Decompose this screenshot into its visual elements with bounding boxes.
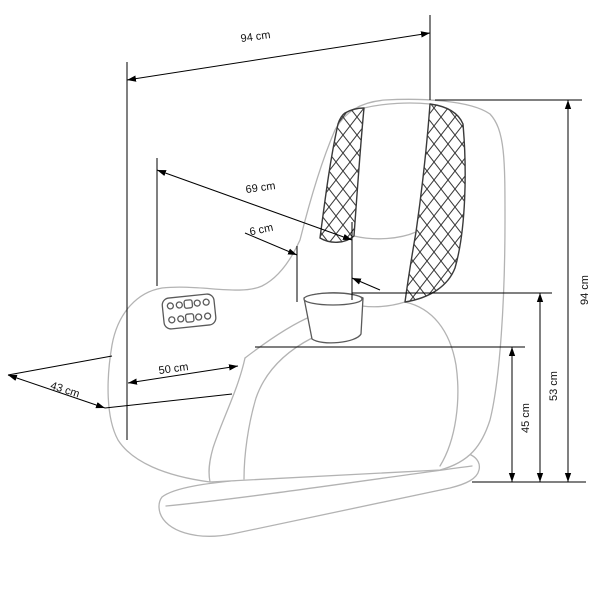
control-button — [202, 298, 210, 306]
right-middle-dimension-label: 53 cm — [548, 371, 560, 401]
dimension-lines — [7, 15, 586, 483]
top-dimension-label: 94 cm — [240, 29, 271, 45]
right-inner-dimension-label: 45 cm — [520, 403, 532, 433]
upper-diagonal-dimension-arrow — [156, 169, 353, 241]
control-button — [183, 299, 194, 309]
right-armrest-top-edge — [361, 301, 406, 308]
base-top-edge — [165, 465, 473, 507]
seat-front-dimension-arrow — [127, 364, 239, 385]
control-button — [168, 316, 176, 324]
left-diagonal-bottom-extension — [104, 393, 233, 409]
top-dimension-arrow — [126, 31, 431, 82]
backrest-right-quilted-strip — [404, 103, 466, 303]
control-button — [177, 315, 185, 323]
control-button — [203, 312, 212, 320]
cup-holder-opening — [303, 292, 363, 306]
right-side-panel-curve — [404, 301, 459, 467]
control-panel — [161, 293, 217, 330]
left-diagonal-dimension-label: 43 cm — [49, 380, 81, 401]
backrest-center-top-edge — [363, 102, 431, 109]
left-diagonal-top-extension — [7, 355, 113, 376]
control-button — [184, 313, 195, 323]
control-button — [193, 299, 201, 307]
upper-diagonal-dimension-label: 69 cm — [245, 180, 276, 196]
right-armrest-inner-curve — [243, 337, 313, 480]
seat-top-edge — [244, 315, 313, 359]
small-diagonal-dimension-label: 6 cm — [248, 222, 274, 239]
small-diagonal-arrow-right — [351, 277, 381, 291]
chair-body-outline — [107, 98, 506, 483]
seat-front-dimension-label: 50 cm — [158, 361, 189, 377]
right-outer-dimension-label: 94 cm — [579, 275, 591, 305]
control-panel-frame — [161, 293, 217, 330]
control-button — [166, 302, 175, 310]
control-button — [175, 301, 183, 309]
left-diagonal-dimension-arrow — [7, 374, 106, 409]
control-button — [195, 313, 203, 321]
chair-illustration — [107, 98, 506, 537]
backrest-center-bottom-edge — [353, 231, 417, 240]
small-diagonal-arrow-left — [244, 232, 298, 256]
dimension-labels: 94 cm 69 cm 6 cm 50 cm 43 cm 94 cm 53 cm… — [49, 29, 591, 433]
